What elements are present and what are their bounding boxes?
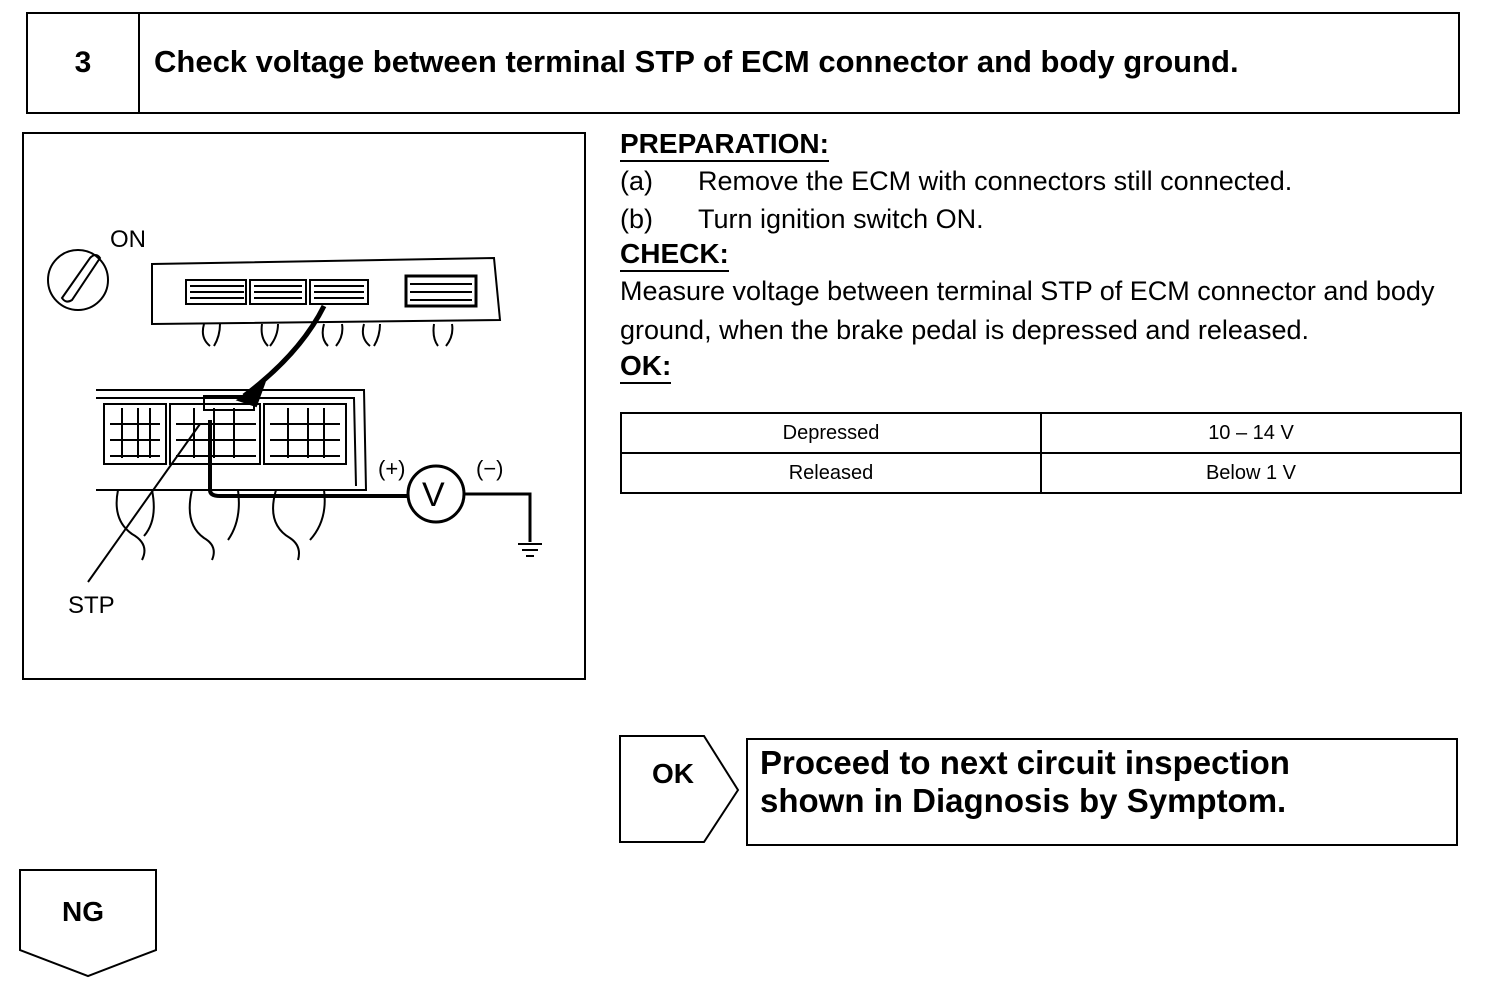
table-row: Released Below 1 V: [620, 452, 1462, 494]
ok-result-text: Proceed to next circuit inspection shown…: [760, 744, 1290, 820]
check-heading: CHECK:: [620, 238, 729, 272]
procedure-section: PREPARATION: (a) Remove the ECM with con…: [620, 128, 1480, 384]
ok-result-line: Proceed to next circuit inspection: [760, 744, 1290, 781]
ng-label: NG: [62, 896, 104, 927]
table-row: Depressed 10 – 14 V: [620, 412, 1462, 454]
preparation-step: (a) Remove the ECM with connectors still…: [620, 162, 1480, 200]
voltage-cell: 10 – 14 V: [1040, 412, 1462, 454]
negative-probe-label: (−): [476, 456, 504, 481]
connector-illustration: ON (+) (−) V STP: [22, 132, 586, 680]
ok-result-line: shown in Diagnosis by Symptom.: [760, 782, 1287, 819]
step-marker: (a): [620, 166, 653, 196]
step-text: Turn ignition switch ON.: [698, 204, 984, 234]
ng-arrow-icon: [19, 869, 157, 978]
stp-terminal-label: STP: [68, 592, 115, 619]
ok-label: OK: [652, 758, 694, 789]
ok-spec-table: Depressed 10 – 14 V Released Below 1 V: [620, 412, 1462, 494]
step-marker: (b): [620, 204, 653, 234]
step-text: Remove the ECM with connectors still con…: [698, 166, 1293, 196]
preparation-heading: PREPARATION:: [620, 128, 829, 162]
ignition-switch-icon: [47, 249, 109, 311]
ecm-connector-icon: [96, 389, 368, 561]
step-title: Check voltage between terminal STP of EC…: [154, 44, 1239, 79]
ok-arrow-icon: [619, 735, 740, 843]
step-number: 3: [28, 14, 140, 112]
ground-symbol-icon: [518, 543, 542, 557]
check-text: Measure voltage between terminal STP of …: [620, 276, 1435, 345]
ok-result-box: Proceed to next circuit inspection shown…: [746, 738, 1458, 846]
ecm-wiring-diagram: [47, 249, 542, 583]
voltage-cell: Below 1 V: [1040, 452, 1462, 494]
ignition-on-label: ON: [110, 226, 146, 253]
ok-heading: OK:: [620, 350, 672, 384]
positive-probe-label: (+): [378, 456, 406, 481]
preparation-step: (b) Turn ignition switch ON.: [620, 200, 1480, 238]
voltmeter-icon: V: [422, 476, 445, 514]
ecm-unit-icon: [151, 256, 502, 347]
pedal-state-cell: Released: [620, 452, 1042, 494]
pedal-state-cell: Depressed: [620, 412, 1042, 454]
step-header: 3 Check voltage between terminal STP of …: [26, 12, 1460, 114]
